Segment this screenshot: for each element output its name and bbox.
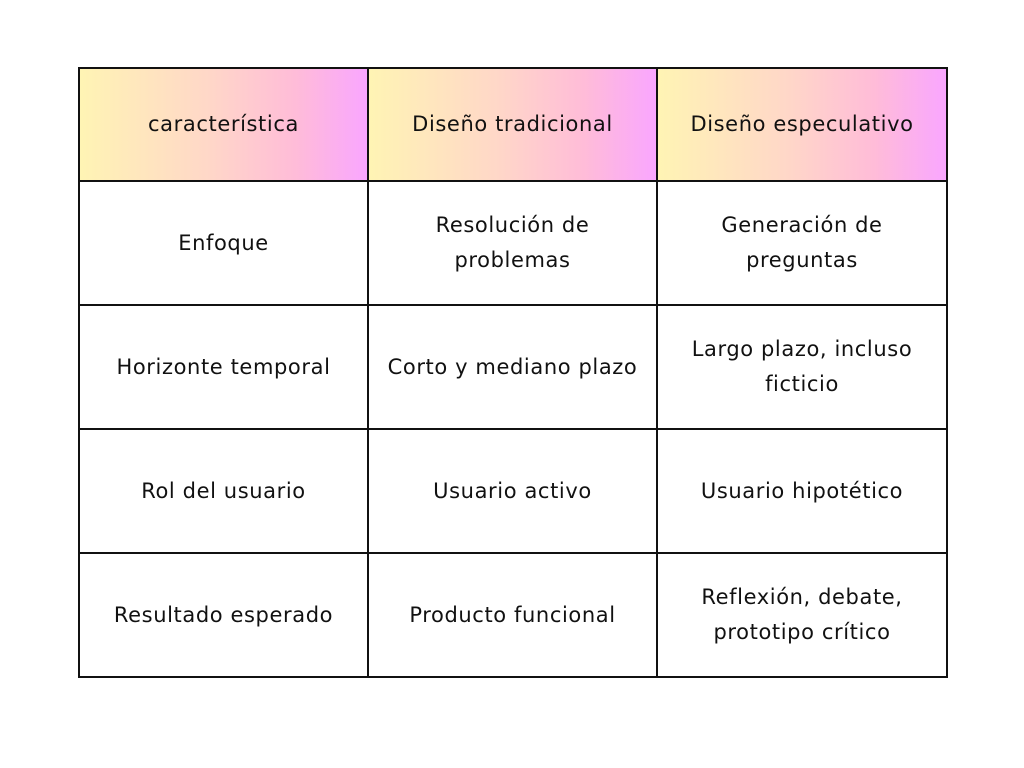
- header-cell-traditional-design: Diseño tradicional: [367, 67, 658, 182]
- table-row: Rol del usuario Usuario activo Usuario h…: [78, 428, 948, 554]
- speculative-cell: Reflexión, debate, prototipo crítico: [656, 552, 948, 678]
- row-label: Enfoque: [78, 180, 369, 306]
- header-cell-speculative-design: Diseño especulativo: [656, 67, 948, 182]
- table-row: Horizonte temporal Corto y mediano plazo…: [78, 304, 948, 430]
- traditional-cell: Corto y mediano plazo: [367, 304, 658, 430]
- traditional-cell: Resolución de problemas: [367, 180, 658, 306]
- speculative-cell: Generación de preguntas: [656, 180, 948, 306]
- table-body: Enfoque Resolución de problemas Generaci…: [78, 180, 948, 678]
- header-row: característica Diseño tradicional Diseño…: [78, 67, 948, 182]
- row-label: Resultado esperado: [78, 552, 369, 678]
- table-row: Enfoque Resolución de problemas Generaci…: [78, 180, 948, 306]
- table-row: Resultado esperado Producto funcional Re…: [78, 552, 948, 678]
- traditional-cell: Producto funcional: [367, 552, 658, 678]
- header-cell-characteristic: característica: [78, 67, 369, 182]
- traditional-cell: Usuario activo: [367, 428, 658, 554]
- speculative-cell: Usuario hipotético: [656, 428, 948, 554]
- row-label: Rol del usuario: [78, 428, 369, 554]
- table-header: característica Diseño tradicional Diseño…: [78, 67, 948, 182]
- speculative-cell: Largo plazo, incluso ficticio: [656, 304, 948, 430]
- comparison-table: característica Diseño tradicional Diseño…: [78, 67, 948, 678]
- row-label: Horizonte temporal: [78, 304, 369, 430]
